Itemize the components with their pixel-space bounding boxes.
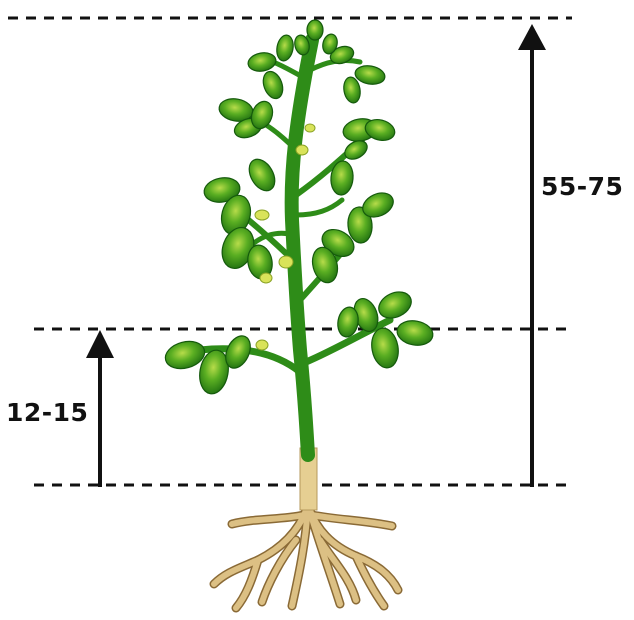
total-height-label: 55-75 [541, 172, 623, 201]
total-height-arrow [518, 24, 546, 487]
stem-height-arrow [86, 330, 114, 487]
stem-height-label: 12-15 [6, 398, 88, 427]
roots [214, 505, 398, 608]
